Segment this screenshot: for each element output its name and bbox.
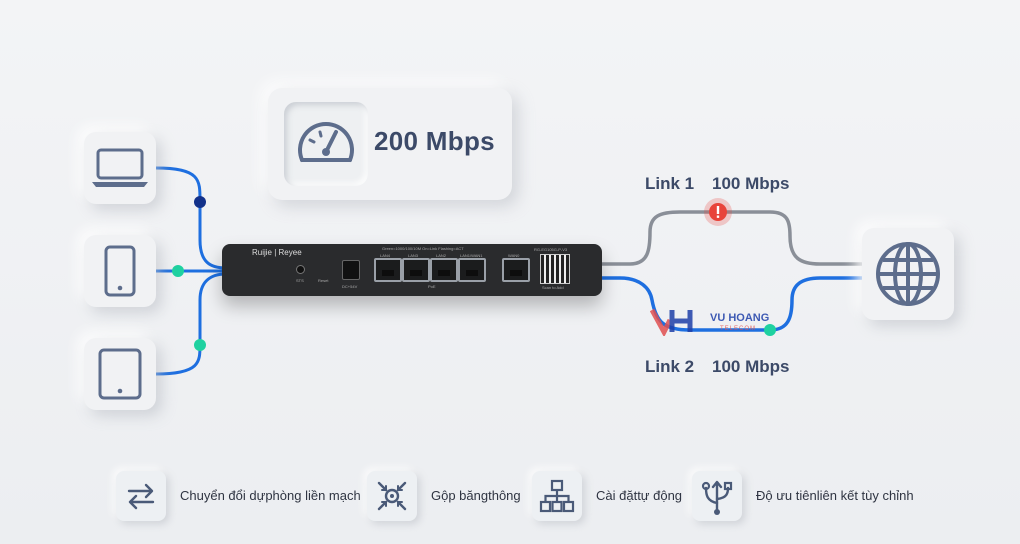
- watermark-sub: TELECOM: [720, 326, 757, 332]
- router-model: RG-EG105G-P-V3: [534, 247, 568, 252]
- port-label-lan3: LAN3: [408, 253, 419, 258]
- gauge-icon: [298, 122, 354, 162]
- port-lan1: [458, 258, 486, 282]
- sts-led: [296, 265, 305, 274]
- feature-priority-box: [692, 471, 742, 521]
- speed-value: 200 Mbps: [374, 126, 495, 156]
- laptop-icon: [92, 148, 148, 187]
- port-wan0: [502, 258, 530, 282]
- link-2-speed: 100 Mbps: [712, 357, 790, 376]
- feature-auto-config-label: Cài đặttự động: [596, 488, 683, 503]
- feature-aggregation-box: [367, 471, 417, 521]
- dc-port: [342, 260, 360, 280]
- sts-label: STS: [296, 278, 304, 283]
- smartphone-card: [84, 235, 156, 307]
- router-brand: Ruijie | Reyee: [252, 248, 302, 257]
- laptop-card: [84, 132, 156, 204]
- port-label-lan4: LAN4: [380, 253, 391, 258]
- tablet-link-node: [194, 339, 206, 351]
- aggregate-icon: [377, 481, 407, 511]
- dc-label: DC+54V: [342, 284, 358, 289]
- vh-logo-icon: [650, 308, 693, 336]
- swap-arrows-icon: [127, 483, 155, 510]
- poe-label: PoE: [428, 284, 436, 289]
- gauge-box: [284, 102, 368, 186]
- laptop-link-node: [194, 196, 206, 208]
- smartphone-icon: [104, 245, 136, 297]
- link-1-speed: 100 Mbps: [712, 174, 790, 193]
- port-label-lan1: LAN1/WAN1: [460, 253, 483, 258]
- router-led-legend: Green=1000/100/10M On=Link Flashing=ACT: [382, 246, 464, 251]
- laptop-link: [155, 166, 227, 270]
- link-1-path: [600, 210, 862, 266]
- watermark-logo: VU HOANG TELECOM: [650, 306, 780, 336]
- link-2-node: [764, 324, 776, 336]
- globe-icon: [876, 242, 940, 306]
- reset-label: Reset: [318, 278, 329, 283]
- tablet-card: [84, 338, 156, 410]
- qr-caption: Scan to Add: [542, 285, 564, 290]
- phone-link-node: [172, 265, 184, 277]
- tablet-link: [155, 272, 227, 376]
- internet-card: [862, 228, 954, 320]
- qr-code: [540, 254, 570, 284]
- port-label-lan2: LAN2: [436, 253, 447, 258]
- port-lan2: [430, 258, 458, 282]
- port-lan3: [402, 258, 430, 282]
- speed-card: 200 Mbps: [268, 88, 512, 200]
- feature-aggregation-label: Gộp băngthông: [431, 488, 521, 503]
- feature-priority-label: Độ ưu tiênliên kết tùy chỉnh: [756, 488, 914, 503]
- feature-failover-label: Chuyển đổi dựphòng liền mạch: [180, 488, 361, 503]
- fork-icon: [701, 480, 733, 515]
- watermark-text: VU HOANG: [710, 312, 770, 324]
- link-1-label: Link 1: [645, 174, 695, 193]
- wan-label: WAN0: [508, 253, 520, 258]
- feature-auto-config-box: [532, 471, 582, 521]
- link-2-path: [600, 276, 862, 332]
- hierarchy-icon: [539, 479, 575, 513]
- link-2-label: Link 2: [645, 357, 695, 376]
- port-lan4: [374, 258, 402, 282]
- tablet-icon: [98, 348, 142, 400]
- feature-failover-box: [116, 471, 166, 521]
- router-device: Ruijie | Reyee Green=1000/100/10M On=Lin…: [222, 244, 602, 296]
